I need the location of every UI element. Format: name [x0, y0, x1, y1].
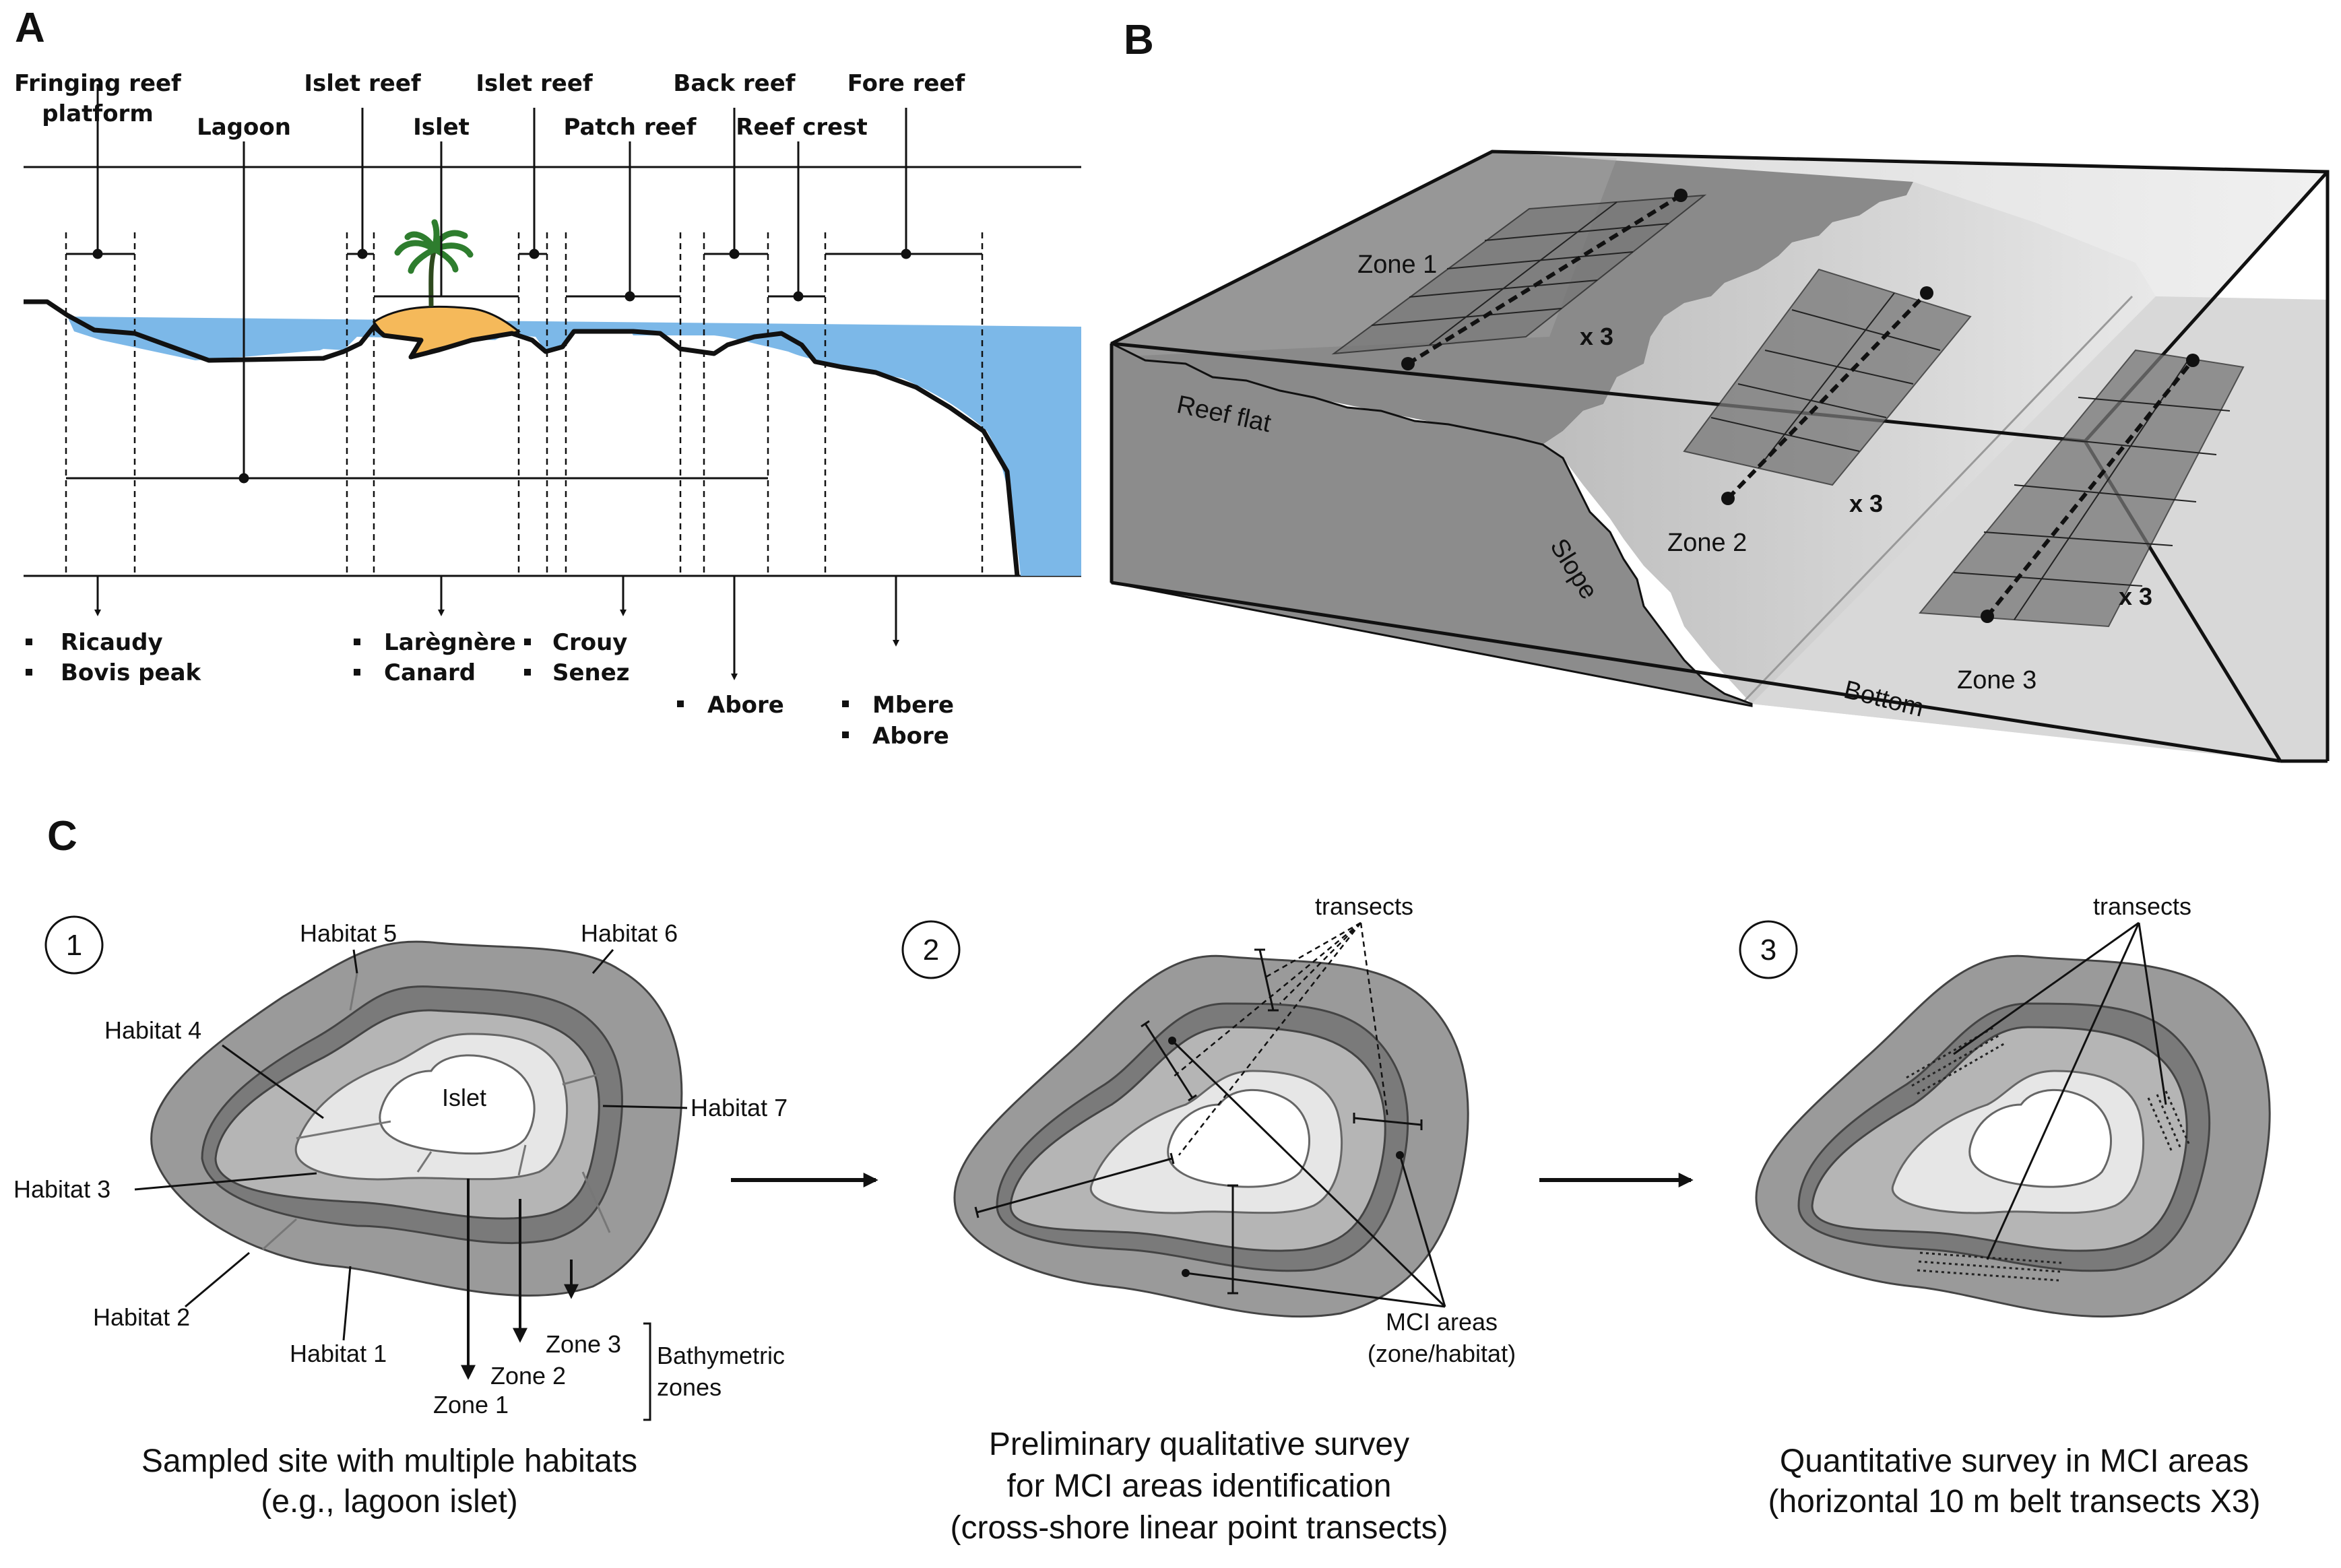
- svg-text:Canard: Canard: [384, 659, 476, 686]
- panel-letter-b: B: [1124, 17, 1154, 63]
- label-islet: Islet: [413, 114, 470, 141]
- mci-leaders: [1171, 1039, 1446, 1308]
- svg-text:Abore: Abore: [707, 692, 784, 719]
- svg-text:Crouy: Crouy: [552, 629, 627, 656]
- caption-step3-line2: (horizontal 10 m belt transects X3): [1768, 1484, 2261, 1520]
- zone2-quadrats: [1683, 268, 1972, 505]
- label-zone3: Zone 3: [1957, 666, 2037, 694]
- panel-a: A: [14, 5, 1081, 750]
- step3-number: 3: [1760, 934, 1776, 967]
- label-zone2: Zone 2: [1667, 529, 1747, 557]
- label-islet-c: Islet: [442, 1084, 486, 1111]
- label-reef-crest: Reef crest: [736, 114, 867, 141]
- label-mci-areas-2: (zone/habitat): [1368, 1340, 1516, 1367]
- site-list-4: Abore: [677, 692, 784, 719]
- panel-letter-c: C: [47, 813, 77, 859]
- caption-step2-line1: Preliminary qualitative survey: [989, 1427, 1409, 1462]
- seabed-profile: [24, 299, 1020, 577]
- label-habitat7: Habitat 7: [691, 1094, 788, 1121]
- label-bathymetric-2: zones: [657, 1373, 721, 1401]
- zone3-quadrats: [1919, 349, 2245, 628]
- label-habitat4: Habitat 4: [104, 1016, 201, 1044]
- label-zone1-c: Zone 1: [433, 1391, 509, 1418]
- label-islet-reef-left: Islet reef: [304, 70, 422, 97]
- step1-diagram: 1 Islet Habitat 5: [13, 915, 788, 1520]
- site-arrows: [94, 576, 899, 680]
- step2-number: 2: [923, 934, 939, 967]
- habitat-leaders: [134, 949, 688, 1341]
- belt-transects: [1906, 1026, 2191, 1282]
- label-x3-zone2: x 3: [1849, 490, 1883, 517]
- lagoon-water: [67, 317, 1081, 576]
- bathymetric-bracket: [643, 1322, 651, 1421]
- caption-step3-line1: Quantitative survey in MCI areas: [1780, 1443, 2249, 1479]
- label-lagoon: Lagoon: [197, 114, 291, 141]
- svg-text:Larègnère: Larègnère: [384, 629, 516, 656]
- caption-step1-line1: Sampled site with multiple habitats: [141, 1443, 637, 1479]
- label-habitat3: Habitat 3: [13, 1175, 110, 1203]
- label-mci-areas-1: MCI areas: [1386, 1308, 1498, 1336]
- site-list-5: Mbere Abore: [842, 692, 954, 750]
- panel-letter-a: A: [15, 5, 45, 51]
- front-wall: [1110, 341, 1753, 707]
- label-islet-reef-right: Islet reef: [476, 70, 594, 97]
- caption-step1-line2: (e.g., lagoon islet): [261, 1484, 518, 1520]
- palm-tree-icon: [394, 219, 474, 307]
- label-transects-2: transects: [1315, 892, 1413, 920]
- label-x3-zone3: x 3: [2119, 583, 2152, 610]
- site-list-3: Crouy Senez: [524, 629, 630, 686]
- step1-number: 1: [66, 929, 82, 962]
- panel-c: C 1 Islet: [13, 813, 2271, 1546]
- extent-bars: [66, 84, 982, 484]
- label-bathymetric-1: Bathymetric: [657, 1342, 785, 1369]
- svg-text:Mbere: Mbere: [872, 692, 954, 719]
- label-habitat5: Habitat 5: [300, 919, 397, 947]
- label-fringing-reef-1: Fringing reef: [14, 70, 182, 97]
- transect-leaders-3: [1953, 921, 2167, 1260]
- caption-step2-line3: (cross-shore linear point transects): [951, 1510, 1448, 1546]
- step2-diagram: 2: [901, 892, 1516, 1546]
- step1-badge: [44, 915, 104, 975]
- svg-text:Ricaudy: Ricaudy: [61, 629, 163, 656]
- svg-text:Senez: Senez: [552, 659, 630, 686]
- label-zone2-c: Zone 2: [490, 1362, 566, 1390]
- step3-diagram: 3 transects: [1739, 892, 2271, 1520]
- label-transects-3: transects: [2093, 892, 2191, 920]
- zone-arrows: [461, 1179, 579, 1380]
- step3-badge: [1739, 920, 1798, 979]
- zone1-quadrats: [1331, 189, 1707, 370]
- label-habitat2: Habitat 2: [93, 1303, 190, 1331]
- caption-step2-line2: for MCI areas identification: [1007, 1468, 1392, 1504]
- cross-shore-transects: [974, 948, 1423, 1295]
- label-fringing-reef-2: platform: [42, 100, 154, 127]
- panel-b: B: [1110, 17, 2330, 763]
- label-fore-reef: Fore reef: [847, 70, 966, 97]
- label-habitat6: Habitat 6: [581, 919, 678, 947]
- label-zone3-c: Zone 3: [546, 1330, 621, 1358]
- step2-badge: [901, 920, 961, 979]
- zone-boundaries: [65, 232, 984, 576]
- label-habitat1: Habitat 1: [290, 1340, 387, 1367]
- label-back-reef: Back reef: [673, 70, 796, 97]
- label-patch-reef: Patch reef: [563, 114, 697, 141]
- label-x3-zone1: x 3: [1580, 323, 1613, 350]
- svg-text:Bovis peak: Bovis peak: [61, 659, 202, 686]
- site-list-1: Ricaudy Bovis peak: [26, 629, 202, 686]
- svg-text:Abore: Abore: [872, 723, 949, 750]
- site-list-2: Larègnère Canard: [354, 629, 516, 686]
- label-zone1: Zone 1: [1357, 251, 1437, 279]
